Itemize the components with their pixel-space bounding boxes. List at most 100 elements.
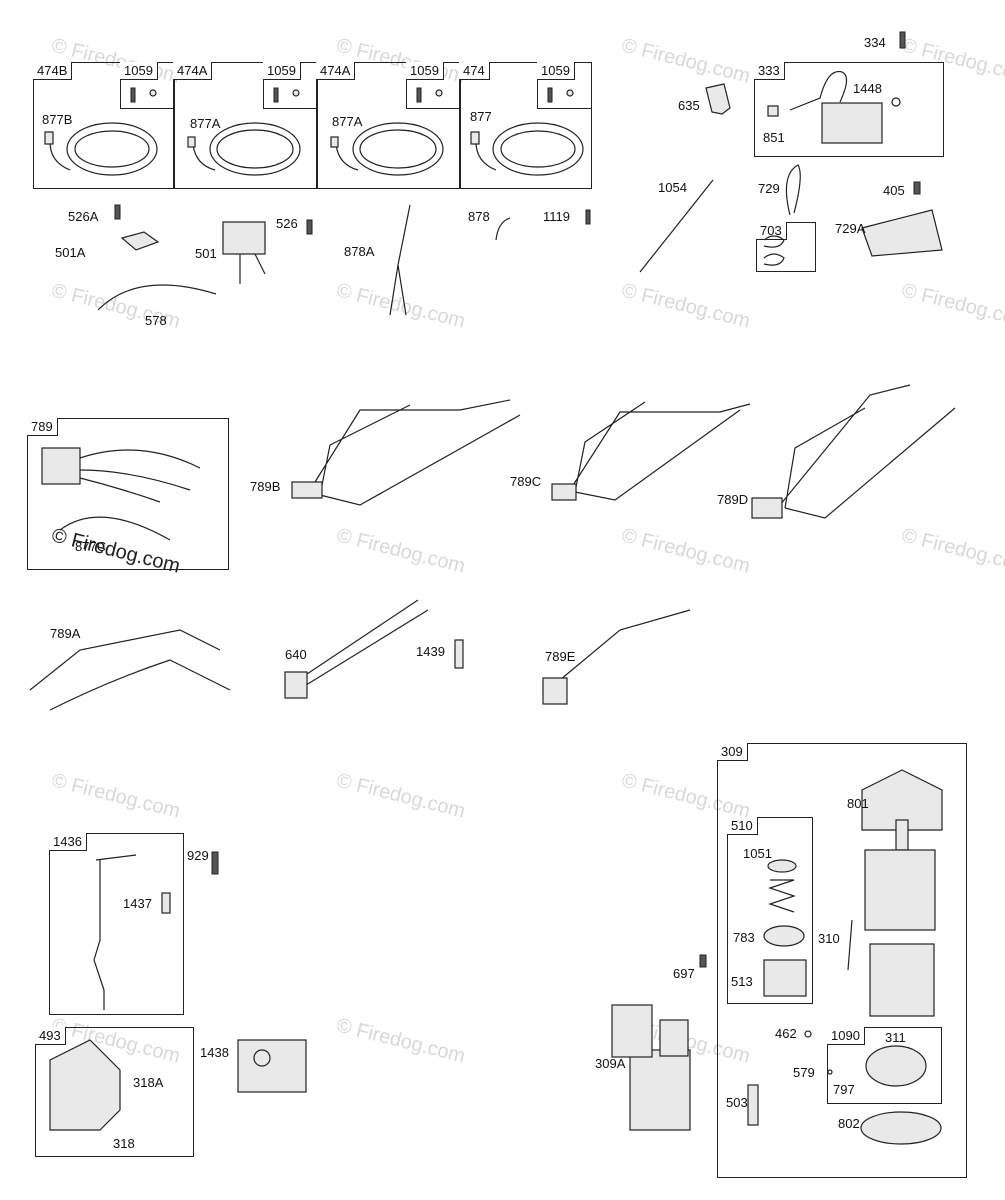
part-label: 783 (733, 930, 755, 945)
box-label-1059: 1059 (537, 62, 575, 80)
part-label: 929 (187, 848, 209, 863)
screw-1059-drawings (130, 87, 574, 103)
armature-drawing (864, 819, 936, 931)
module-1438-drawing (237, 1039, 307, 1093)
box-1090 (827, 1027, 942, 1104)
box-label-1090: 1090 (827, 1027, 865, 1045)
part-label: 501A (55, 245, 86, 260)
part-label: 309A (595, 1056, 626, 1071)
harness-789A-drawing (29, 629, 231, 711)
harness-878-drawing (495, 217, 511, 241)
regulator-501A-drawing (120, 231, 160, 251)
screw-526A-drawing (114, 204, 121, 220)
cap-801-drawing (861, 769, 943, 831)
box-label-1059: 1059 (120, 62, 158, 80)
screw-1119-drawing (585, 209, 591, 225)
part-label: 877B (42, 112, 73, 127)
part-label: 802 (838, 1116, 860, 1131)
ignition-armature-333-drawing (767, 70, 901, 144)
part-label: 877C (75, 539, 107, 554)
part-label: 789A (50, 626, 81, 641)
part-label: 1448 (853, 81, 882, 96)
wire-578-drawing (97, 284, 217, 311)
stator-877A-drawing (330, 122, 444, 176)
box-label-333: 333 (754, 62, 785, 80)
box-label-1059: 1059 (263, 62, 301, 80)
box-label-309: 309 (717, 743, 748, 761)
part-label: 318 (113, 1136, 135, 1151)
box-789 (27, 418, 229, 570)
harness-789D-drawing (779, 384, 956, 519)
part-label: 405 (883, 183, 905, 198)
box-474B (33, 62, 175, 189)
part-label: 797 (833, 1082, 855, 1097)
sensor-1439-drawing (454, 639, 464, 669)
stator-877A-drawing (187, 122, 301, 176)
box-510 (727, 817, 813, 1004)
part-label: 801 (847, 796, 869, 811)
harness-878A-drawing (389, 204, 411, 316)
part-label: 789D (717, 492, 749, 507)
screw-526-drawing (306, 219, 313, 235)
screw-405-drawing (913, 181, 921, 195)
part-label: 579 (793, 1065, 815, 1080)
box-1436 (49, 833, 184, 1015)
part-label: 789E (545, 649, 576, 664)
part-label: 878A (344, 244, 375, 259)
shield-729A-drawing (861, 209, 943, 257)
part-label: 1119 (543, 209, 570, 224)
spark-boot-635-drawing (705, 83, 731, 115)
box-label-474A: 474A (316, 62, 356, 80)
part-label: 1051 (743, 846, 772, 861)
box-474A-2 (316, 62, 461, 189)
clip-729-drawing (785, 164, 801, 216)
plate-503-drawing (747, 1084, 759, 1126)
box-333 (754, 62, 944, 157)
part-label: 513 (731, 974, 753, 989)
gear-783-drawing (763, 925, 805, 947)
brush-310-drawing (847, 919, 853, 971)
part-label: 578 (145, 313, 167, 328)
screw-1437-drawing (161, 892, 171, 914)
cable-tie-1054-drawing (639, 179, 714, 273)
housing-drawing (869, 943, 935, 1017)
part-label: 789C (510, 474, 542, 489)
harness-789-drawing (41, 447, 201, 541)
starter-motor-309A-drawing (611, 1004, 691, 1131)
box-label-474: 474 (459, 62, 490, 80)
box-label-474B: 474B (33, 62, 73, 80)
box-label-493: 493 (35, 1027, 66, 1045)
part-label: 877 (470, 109, 492, 124)
box-309 (717, 743, 967, 1178)
part-label: 311 (885, 1030, 906, 1045)
box-label-789: 789 (27, 418, 58, 436)
box-label-1059: 1059 (406, 62, 444, 80)
box-label-510: 510 (727, 817, 758, 835)
drive-513-drawing (763, 959, 807, 997)
part-label: 526A (68, 209, 99, 224)
part-label: 1437 (123, 896, 152, 911)
part-label: 877A (190, 116, 221, 131)
box-label-703: 703 (756, 222, 787, 240)
box-474A-1 (173, 62, 318, 189)
box-label-474A: 474A (173, 62, 213, 80)
part-label: 501 (195, 246, 217, 261)
part-label: 334 (864, 35, 886, 50)
part-label: 310 (818, 931, 840, 946)
stator-877B-drawing (44, 122, 158, 176)
part-label: 318A (133, 1075, 164, 1090)
box-493 (35, 1027, 194, 1157)
screw-929-drawing (211, 851, 219, 875)
spring-1051-drawing (767, 859, 797, 873)
part-label: 878 (468, 209, 490, 224)
part-label: 877A (332, 114, 363, 129)
part-label: 1439 (416, 644, 445, 659)
plate-802-drawing (860, 1111, 942, 1145)
washer-462-drawing (804, 1030, 812, 1038)
solenoid-1436-drawing (93, 854, 137, 1010)
part-label: 697 (673, 966, 695, 981)
part-label: 729 (758, 181, 780, 196)
box-474 (459, 62, 592, 189)
